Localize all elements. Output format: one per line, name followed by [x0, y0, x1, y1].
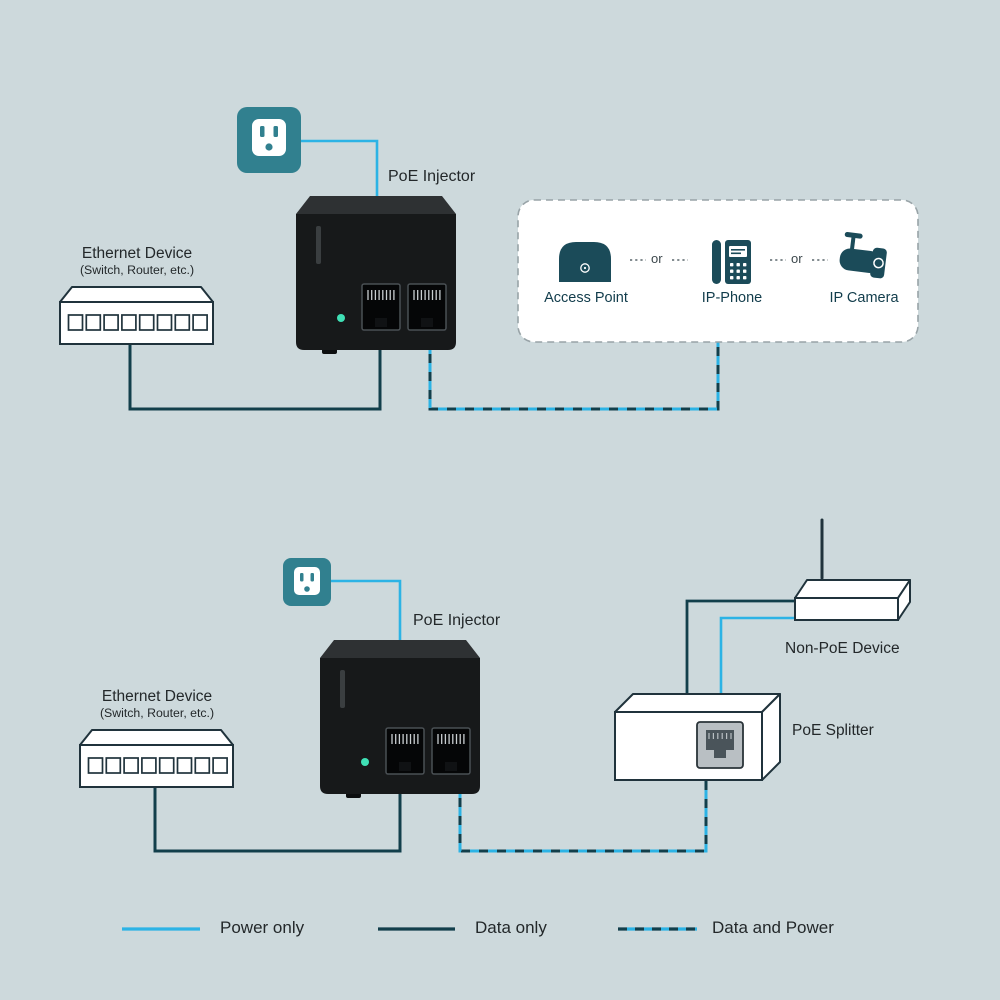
access-point-icon — [559, 242, 611, 282]
legend-data-only-label: Data only — [475, 918, 547, 937]
poe-injector-device-2 — [320, 640, 480, 798]
ethernet-device-title-2: Ethernet Device — [101, 688, 213, 705]
ethernet-device-subtitle-1: (Switch, Router, etc.) — [79, 263, 195, 277]
ethernet-device-title-1: Ethernet Device — [81, 245, 193, 262]
poe-injector-label-1: PoE Injector — [388, 168, 476, 185]
power-outlet-icon — [237, 107, 301, 173]
ethernet-switch-device-2 — [79, 729, 234, 788]
legend-power-only-label: Power only — [220, 918, 305, 937]
poe-splitter-label: PoE Splitter — [792, 722, 874, 739]
legend-data-and-power-label: Data and Power — [712, 918, 834, 937]
splitter-data-line — [685, 599, 796, 712]
ethernet-switch-device — [59, 286, 214, 345]
data-line-bottom — [153, 780, 402, 853]
data-power-line-top — [428, 336, 720, 411]
power-outlet-icon-2 — [283, 558, 331, 606]
non-poe-device-label: Non-PoE Device — [785, 640, 900, 657]
poe-injector-label-2: PoE Injector — [413, 612, 501, 629]
poe-injector-device — [296, 196, 456, 354]
power-line-top — [301, 139, 379, 214]
ip-phone-label: IP-Phone — [701, 290, 763, 306]
splitter-power-line — [719, 616, 796, 712]
access-point-label: Access Point — [544, 290, 628, 306]
data-power-line-bottom — [458, 775, 708, 853]
or-label-1: or — [651, 251, 663, 266]
ip-phone-icon — [712, 240, 751, 284]
ip-camera-icon — [839, 232, 887, 279]
or-label-2: or — [791, 251, 803, 266]
data-line-top — [128, 336, 382, 411]
ip-camera-label: IP Camera — [829, 290, 899, 306]
poe-splitter-device — [614, 693, 781, 781]
non-poe-device — [794, 518, 911, 621]
ethernet-device-subtitle-2: (Switch, Router, etc.) — [99, 706, 215, 720]
power-line-bottom — [331, 579, 402, 660]
